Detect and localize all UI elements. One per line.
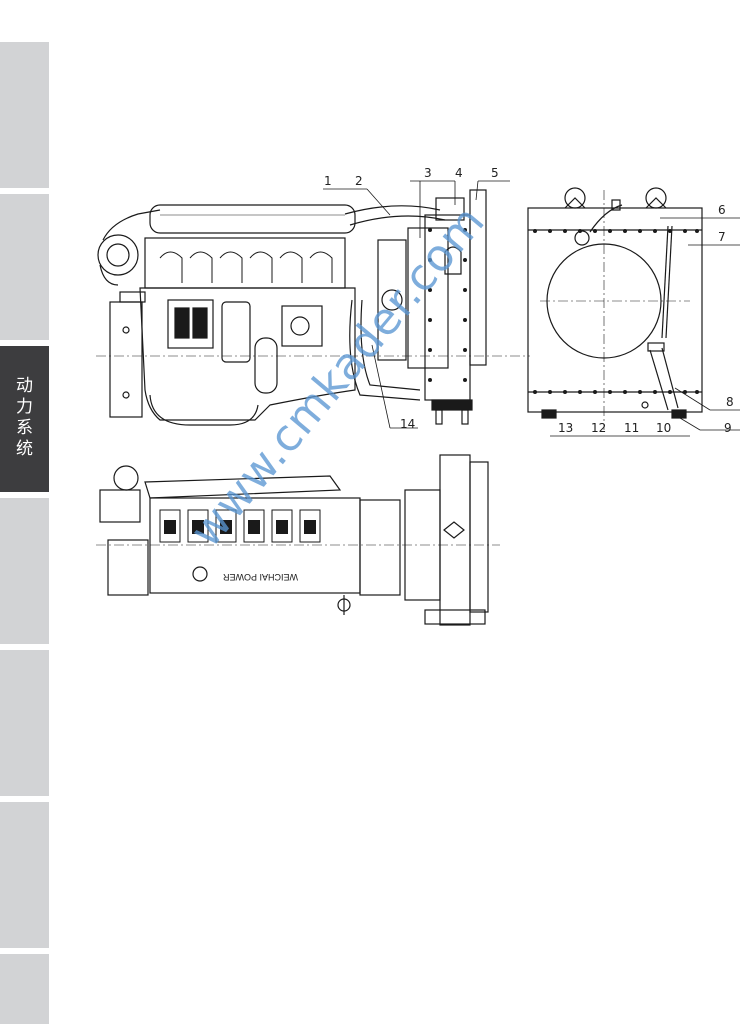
radiator-front-view [527,187,740,437]
section-sidebar: 动 力 系 统 [0,0,49,1024]
callout-11: 11 [624,421,639,435]
sidebar-tab-6[interactable] [0,802,49,948]
callout-8: 8 [726,395,734,409]
sidebar-tab-5[interactable] [0,650,49,796]
engine-side-view [96,180,530,429]
callout-2: 2 [355,174,363,188]
sidebar-tab-1[interactable] [0,42,49,188]
sidebar-tab-7[interactable] [0,954,49,1024]
callout-5: 5 [491,166,499,180]
callout-14: 14 [400,417,415,431]
callout-3: 3 [424,166,432,180]
callout-4: 4 [455,166,463,180]
callout-9: 9 [724,421,732,435]
callout-7: 7 [718,230,726,244]
callout-10: 10 [656,421,671,435]
sidebar-tab-power-system[interactable]: 动 力 系 统 [0,346,49,492]
callout-6: 6 [718,203,726,217]
sidebar-tab-power-system-label: 动 力 系 统 [16,376,33,459]
engine-top-view: WEICHAI POWER [96,454,500,626]
callout-12: 12 [591,421,606,435]
sidebar-tab-4[interactable] [0,498,49,644]
callout-1: 1 [324,174,332,188]
engine-brand-marking: WEICHAI POWER [222,572,298,582]
callout-13: 13 [558,421,573,435]
callout-labels: 1 2 3 4 5 6 7 8 9 10 11 12 13 14 [324,166,734,435]
sidebar-tab-2[interactable] [0,194,49,340]
